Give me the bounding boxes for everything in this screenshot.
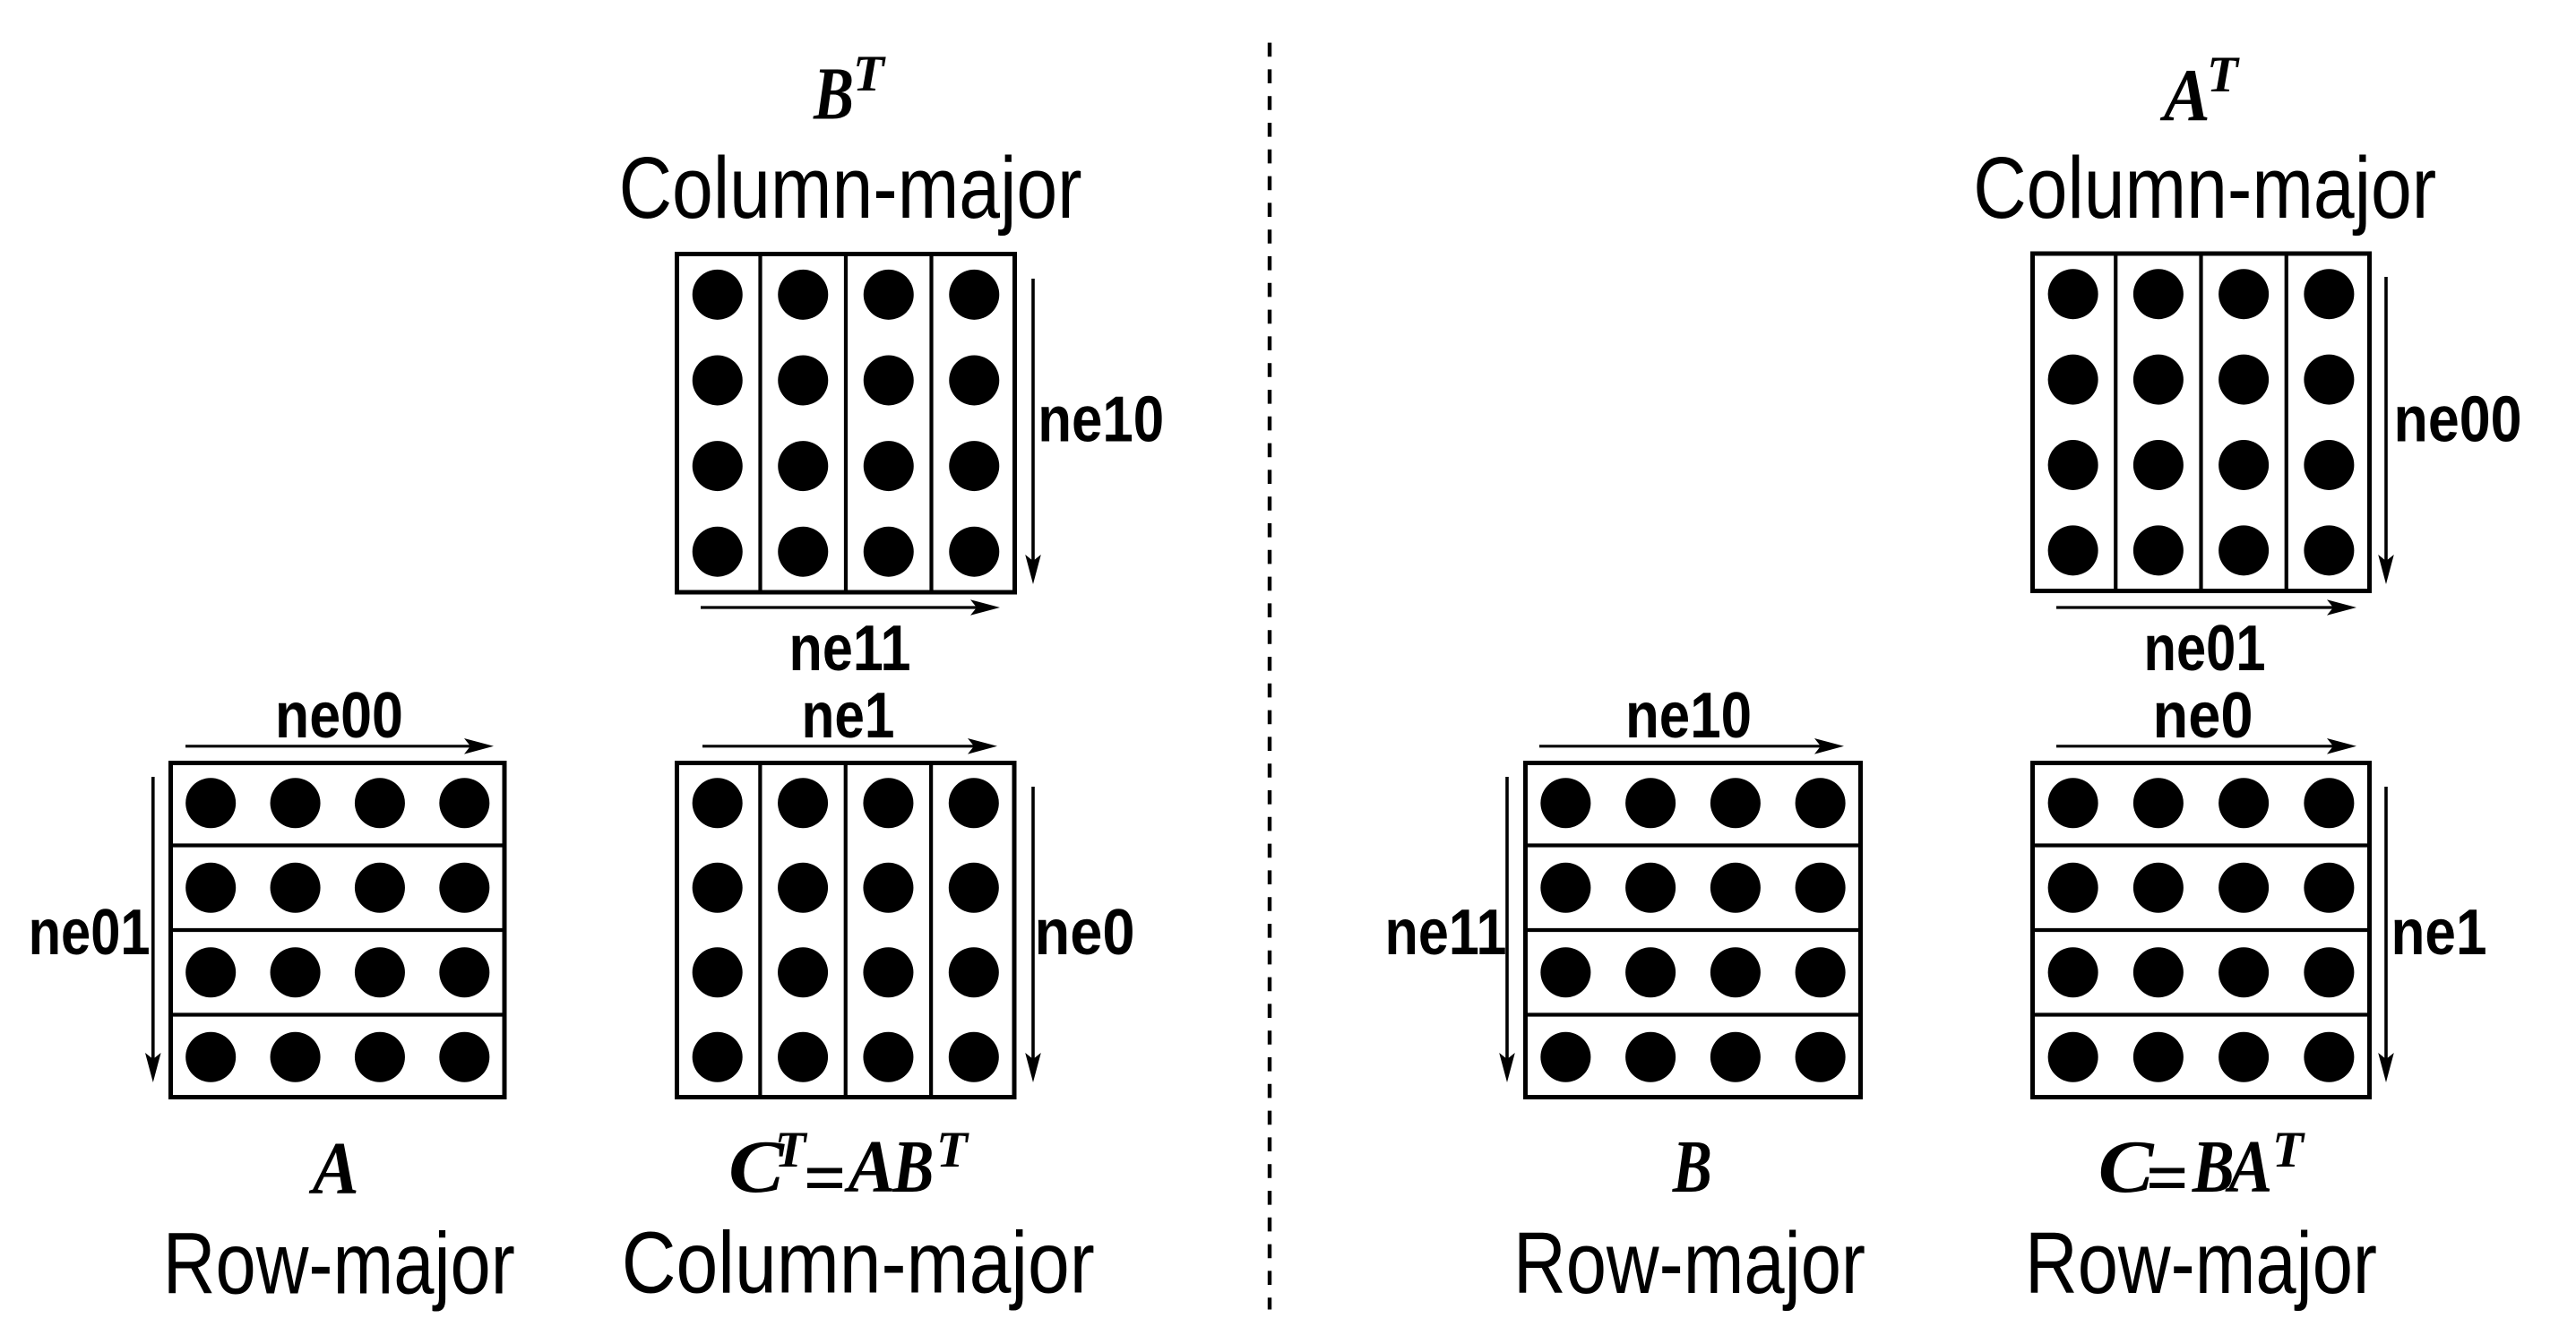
- svg-text:ne1: ne1: [802, 679, 895, 752]
- svg-text:A: A: [2159, 54, 2210, 137]
- svg-text:A: A: [844, 1125, 896, 1209]
- svg-text:ne0: ne0: [2153, 679, 2253, 752]
- svg-text:ne10: ne10: [1038, 383, 1164, 456]
- svg-text:ne11: ne11: [789, 612, 911, 685]
- svg-text:ne1: ne1: [2391, 896, 2487, 969]
- svg-text:Column-major: Column-major: [1973, 139, 2436, 237]
- svg-text:Column-major: Column-major: [619, 139, 1082, 237]
- svg-text:T: T: [2207, 47, 2240, 103]
- svg-text:Column-major: Column-major: [622, 1214, 1095, 1312]
- svg-text:ne01: ne01: [29, 896, 151, 969]
- svg-text:ne00: ne00: [2394, 383, 2522, 456]
- svg-text:A: A: [308, 1127, 359, 1210]
- svg-text:ne01: ne01: [2144, 612, 2266, 685]
- svg-text:ne11: ne11: [1385, 896, 1507, 969]
- svg-text:=: =: [2145, 1137, 2188, 1220]
- svg-text:ne00: ne00: [275, 679, 403, 752]
- svg-text:T: T: [853, 46, 886, 102]
- svg-text:C: C: [728, 1125, 785, 1209]
- svg-text:B: B: [2192, 1125, 2235, 1209]
- svg-text:ne10: ne10: [1625, 679, 1752, 752]
- svg-text:B: B: [892, 1125, 935, 1209]
- svg-text:Row-major: Row-major: [163, 1215, 515, 1313]
- svg-text:A: A: [2225, 1125, 2272, 1209]
- svg-text:T: T: [2272, 1122, 2305, 1178]
- svg-text:Row-major: Row-major: [1513, 1214, 1865, 1312]
- svg-text:C: C: [2098, 1125, 2155, 1209]
- svg-text:B: B: [1672, 1125, 1712, 1209]
- svg-text:=: =: [803, 1137, 846, 1220]
- svg-text:T: T: [936, 1122, 969, 1178]
- svg-text:Row-major: Row-major: [2025, 1214, 2377, 1312]
- svg-text:B: B: [813, 53, 854, 136]
- svg-text:ne0: ne0: [1035, 896, 1135, 969]
- svg-text:T: T: [775, 1122, 808, 1178]
